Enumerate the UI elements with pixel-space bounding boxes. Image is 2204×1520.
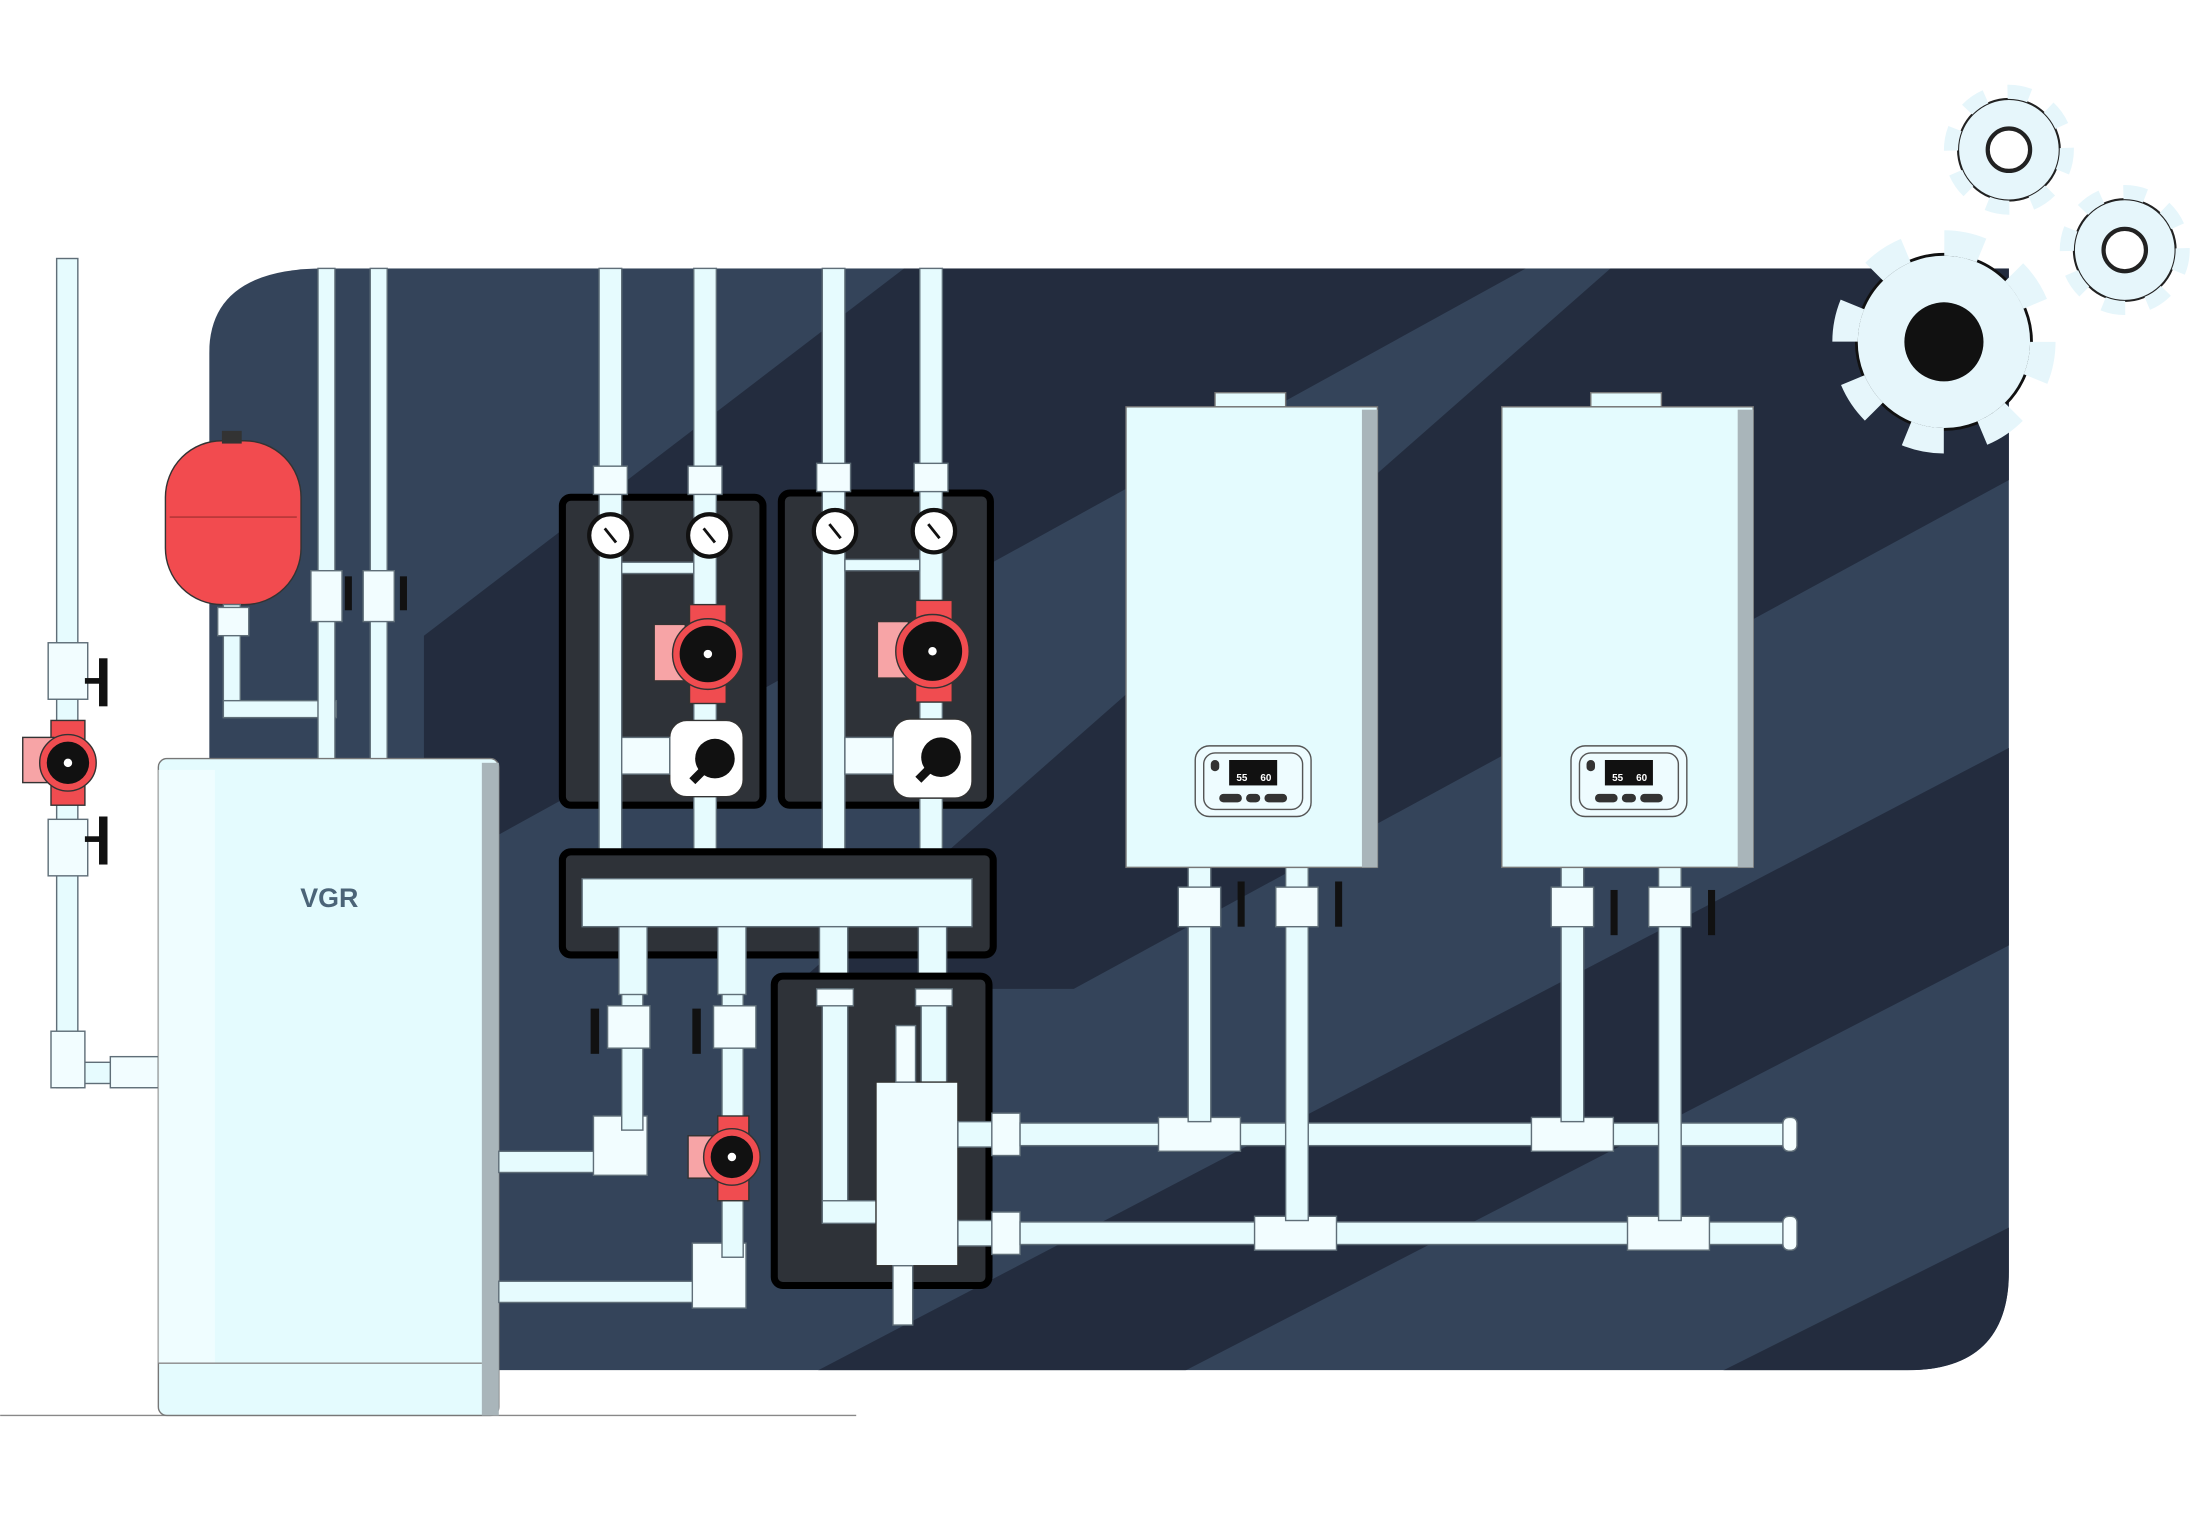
display-left-value: 55 xyxy=(1612,773,1623,784)
distribution-manifold xyxy=(558,848,997,996)
wall-boiler-1: 55 60 xyxy=(1125,392,1379,869)
display-right-value: 60 xyxy=(1260,773,1271,784)
expansion-tank xyxy=(164,430,338,719)
gear-icon xyxy=(1832,230,2056,454)
display-left-value: 55 xyxy=(1236,773,1247,784)
display-right-value: 60 xyxy=(1636,773,1647,784)
display-button[interactable] xyxy=(1219,793,1242,803)
display-button[interactable] xyxy=(1246,793,1261,803)
gear-icon xyxy=(1943,84,2074,215)
pump-group-2 xyxy=(777,267,994,905)
gear-icon xyxy=(2059,185,2190,316)
boiler-control-display: 55 60 xyxy=(1570,745,1688,818)
floor-standing-boiler: VGR xyxy=(157,757,500,1417)
circulation-pump-left xyxy=(22,719,97,806)
wall-boiler-2: 55 60 xyxy=(1501,392,1754,869)
display-button[interactable] xyxy=(1264,793,1288,803)
circulation-pump-return xyxy=(687,1115,761,1202)
display-button[interactable] xyxy=(1640,793,1663,803)
hydraulic-separator xyxy=(770,972,1021,1326)
pump-group-1 xyxy=(558,267,767,905)
boiler-brand-label: VGR xyxy=(300,883,358,913)
left-supply-pipe xyxy=(47,257,160,1089)
display-button[interactable] xyxy=(1621,793,1636,803)
boiler-control-display: 55 60 xyxy=(1194,745,1312,818)
display-button[interactable] xyxy=(1595,793,1618,803)
boiler-top-pipes xyxy=(310,267,407,761)
heating-circuit-pipes xyxy=(1019,866,1798,1251)
